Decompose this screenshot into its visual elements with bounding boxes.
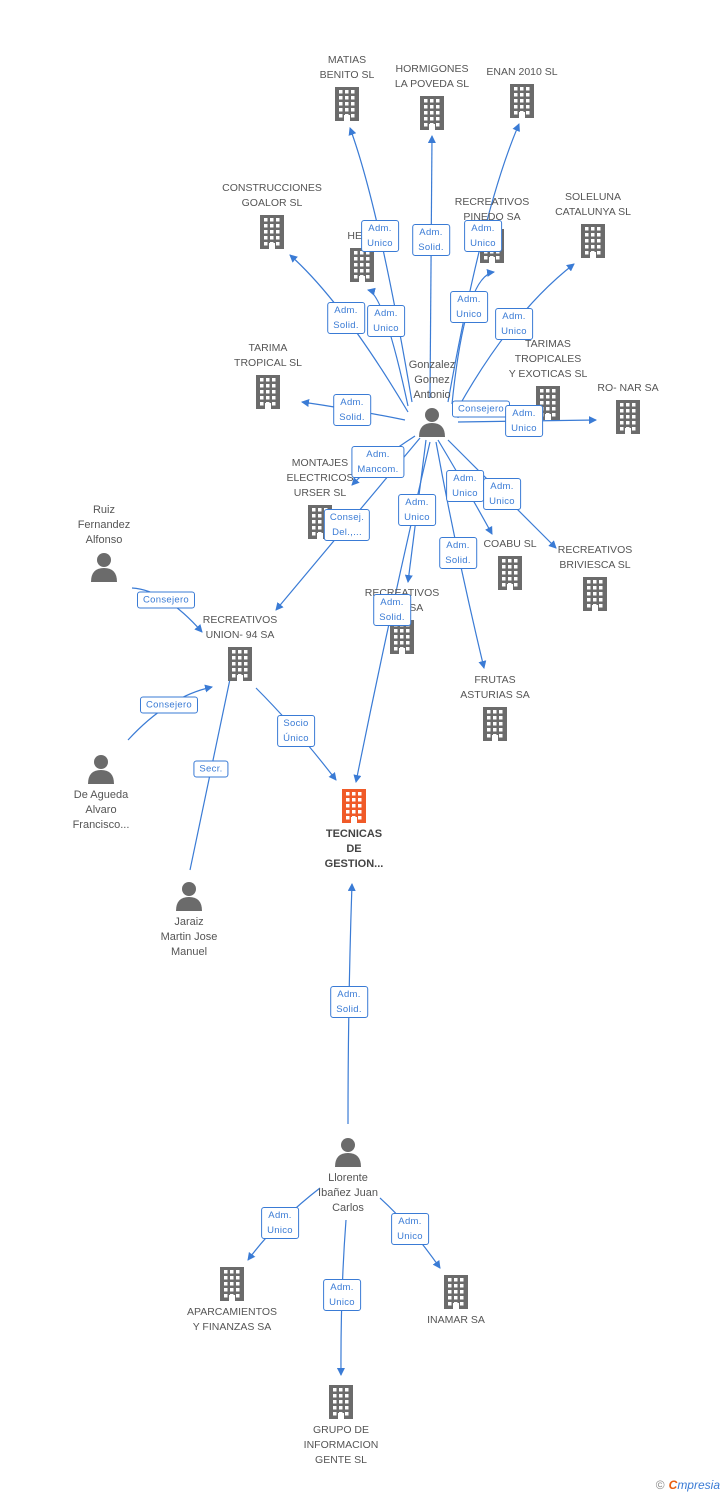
node-label: CONSTRUCCIONES GOALOR SL: [222, 182, 322, 209]
node-label: RO- NAR SA: [597, 382, 659, 394]
node-label: Llorente Ibañez Juan Carlos: [318, 1172, 378, 1214]
edge-role-label[interactable]: Adm. Unico: [261, 1207, 299, 1239]
edge-role-label[interactable]: Adm. Solid.: [373, 594, 411, 626]
person-icon: [419, 408, 445, 437]
building-icon: [498, 556, 522, 590]
edge-role-label[interactable]: Consejero: [451, 400, 511, 418]
building-icon: [335, 87, 359, 121]
building-icon: [256, 375, 280, 409]
edge-role-label[interactable]: Adm. Unico: [361, 220, 399, 252]
person-icon: [176, 882, 202, 911]
node-label: Jaraiz Martin Jose Manuel: [160, 916, 218, 958]
company-node-aparcamientos[interactable]: APARCAMIENTOS Y FINANZAS SA: [172, 1267, 292, 1335]
node-label: Gonzalez Gomez Antonio: [408, 359, 456, 401]
edge-role-label[interactable]: Adm. Unico: [391, 1213, 429, 1245]
edge-role-label[interactable]: Adm. Unico: [398, 494, 436, 526]
node-label: APARCAMIENTOS Y FINANZAS SA: [186, 1306, 278, 1333]
edge-role-label[interactable]: Adm. Unico: [483, 478, 521, 510]
company-node-soleluna[interactable]: SOLELUNA CATALUNYA SL: [533, 190, 653, 258]
edge-role-label[interactable]: Adm. Unico: [505, 405, 543, 437]
edge-role-label[interactable]: Adm. Unico: [323, 1279, 361, 1311]
building-icon: [220, 1267, 244, 1301]
copyright-symbol: ©: [655, 1478, 665, 1492]
node-label: HORMIGONES LA POVEDA SL: [394, 63, 470, 90]
building-icon: [483, 707, 507, 741]
company-node-inamar[interactable]: INAMAR SA: [396, 1275, 516, 1328]
person-node-jaraiz[interactable]: Jaraiz Martin Jose Manuel: [129, 881, 249, 960]
building-icon: [583, 577, 607, 611]
node-label: MONTAJES ELECTRICOS URSER SL: [286, 457, 354, 499]
edge-role-label[interactable]: Adm. Solid.: [327, 302, 365, 334]
node-label: TARIMA TROPICAL SL: [234, 342, 302, 369]
brand-name: mpresia: [677, 1478, 720, 1492]
edge-role-label[interactable]: Secr.: [193, 760, 229, 778]
building-icon: [342, 789, 366, 823]
edge-role-label[interactable]: Adm. Unico: [450, 291, 488, 323]
company-node-construcciones[interactable]: CONSTRUCCIONES GOALOR SL: [212, 181, 332, 249]
edge-role-label[interactable]: Adm. Solid.: [439, 537, 477, 569]
node-label: RECREATIVOS BRIVIESCA SL: [557, 544, 633, 571]
node-label: COABU SL: [483, 538, 537, 550]
building-icon: [510, 84, 534, 118]
node-label: FRUTAS ASTURIAS SA: [460, 674, 530, 701]
building-icon: [228, 647, 252, 681]
building-icon: [350, 248, 374, 282]
node-label: TARIMAS TROPICALES Y EXOTICAS SL: [508, 338, 588, 380]
node-label: INAMAR SA: [427, 1314, 485, 1326]
person-node-ruiz[interactable]: Ruiz Fernandez Alfonso: [44, 503, 164, 582]
edge-role-label[interactable]: Adm. Solid.: [330, 986, 368, 1018]
edge-role-label[interactable]: Consejero: [139, 696, 199, 714]
company-node-grupo[interactable]: GRUPO DE INFORMACION GENTE SL: [281, 1385, 401, 1468]
edge-role-label[interactable]: Adm. Mancom.: [351, 446, 405, 478]
building-icon: [260, 215, 284, 249]
building-icon: [420, 96, 444, 130]
node-label: Ruiz Fernandez Alfonso: [77, 504, 131, 546]
person-icon: [91, 553, 117, 582]
company-node-frutas[interactable]: FRUTAS ASTURIAS SA: [435, 673, 555, 741]
node-label: MATIAS BENITO SL: [319, 54, 375, 81]
company-node-union94[interactable]: RECREATIVOS UNION- 94 SA: [180, 613, 300, 681]
edge-role-label[interactable]: Adm. Unico: [367, 305, 405, 337]
brand-logo-letter: C: [668, 1478, 678, 1492]
brand-footer[interactable]: ©Cmpresia: [656, 1478, 720, 1492]
node-label: SOLELUNA CATALUNYA SL: [555, 191, 631, 218]
node-label: De Agueda Alvaro Francisco...: [72, 789, 130, 831]
person-node-deagueda[interactable]: De Agueda Alvaro Francisco...: [41, 754, 161, 833]
node-label: GRUPO DE INFORMACION GENTE SL: [303, 1424, 379, 1466]
company-node-ronar[interactable]: RO- NAR SA: [568, 381, 688, 434]
edge-role-label[interactable]: Consejero: [136, 591, 196, 609]
building-icon: [329, 1385, 353, 1419]
building-icon: [444, 1275, 468, 1309]
edge-role-label[interactable]: Adm. Unico: [446, 470, 484, 502]
building-icon: [581, 224, 605, 258]
edge-role-label[interactable]: Adm. Unico: [495, 308, 533, 340]
company-node-tecnicas[interactable]: TECNICAS DE GESTION...: [294, 789, 414, 872]
building-icon: [616, 400, 640, 434]
node-label: RECREATIVOS UNION- 94 SA: [202, 614, 278, 641]
company-node-enan[interactable]: ENAN 2010 SL: [462, 65, 582, 118]
edge-deagueda-union94: [127, 684, 213, 741]
person-icon: [88, 755, 114, 784]
edge-role-label[interactable]: Adm. Solid.: [333, 394, 371, 426]
node-label: TECNICAS DE GESTION...: [324, 828, 384, 870]
company-node-hormigones[interactable]: HORMIGONES LA POVEDA SL: [372, 62, 492, 130]
edge-role-label[interactable]: Consej. Del.,...: [323, 509, 371, 541]
company-node-brivesca[interactable]: RECREATIVOS BRIVIESCA SL: [535, 543, 655, 611]
person-node-llorente[interactable]: Llorente Ibañez Juan Carlos: [288, 1137, 408, 1216]
person-node-gonzalez[interactable]: Gonzalez Gomez Antonio: [372, 358, 492, 437]
person-icon: [335, 1138, 361, 1167]
company-node-tarima-tropical[interactable]: TARIMA TROPICAL SL: [208, 341, 328, 409]
edge-role-label[interactable]: Socio Único: [277, 715, 315, 747]
company-node-hear[interactable]: HEAR: [302, 229, 422, 282]
edge-role-label[interactable]: Adm. Solid.: [412, 224, 450, 256]
company-node-matias[interactable]: MATIAS BENITO SL: [287, 53, 407, 121]
company-node-coabu[interactable]: COABU SL: [450, 537, 570, 590]
edge-role-label[interactable]: Adm. Unico: [464, 220, 502, 252]
node-label: ENAN 2010 SL: [486, 66, 558, 78]
